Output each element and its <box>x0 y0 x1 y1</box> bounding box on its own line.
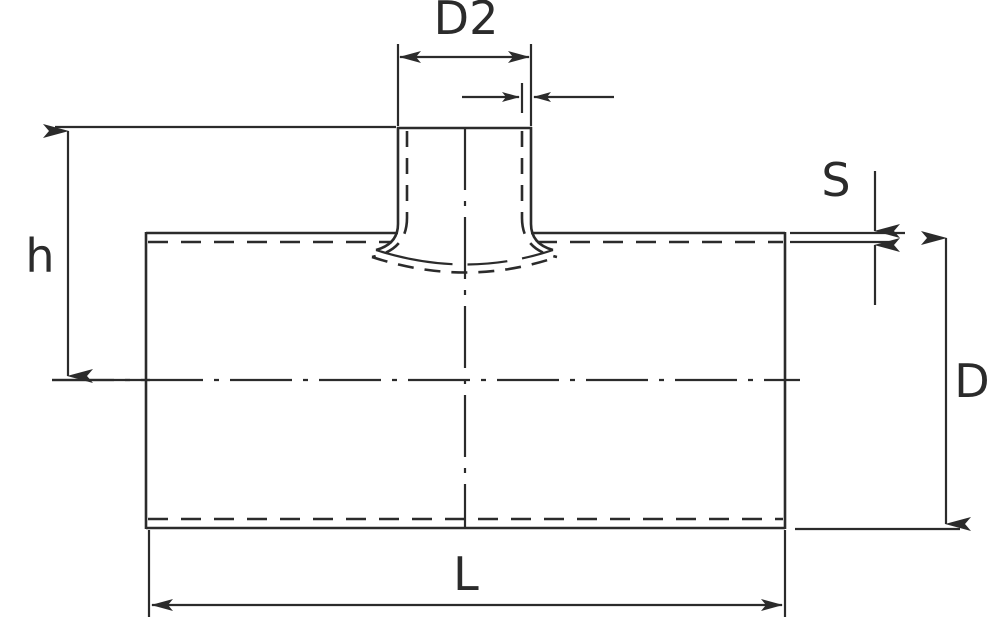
saddle-outer-curve <box>375 248 554 266</box>
dimension-label-D: D <box>954 354 989 408</box>
dimension-D: D <box>795 231 990 531</box>
dimension-label-L: L <box>453 547 479 601</box>
branch-hidden-bore <box>371 131 558 259</box>
dimension-h: h <box>25 124 396 383</box>
dimension-label-h: h <box>25 229 54 283</box>
branch-right-fillet <box>529 223 554 252</box>
dimension-L: L <box>147 530 787 617</box>
branch-right-bore-fillet-hidden <box>520 217 558 259</box>
branch-left-fillet <box>375 223 400 252</box>
branch-left-bore-fillet-hidden <box>371 217 409 259</box>
dimension-label-S: S <box>821 153 850 207</box>
dimension-label-D2: D2 <box>434 0 499 45</box>
dimension-D2: D2 <box>396 0 533 126</box>
dimension-branch-wall-thickness <box>462 83 614 113</box>
run-pipe-hidden-walls <box>148 240 783 521</box>
dimension-S: S <box>790 153 905 305</box>
centre-lines <box>52 128 800 528</box>
